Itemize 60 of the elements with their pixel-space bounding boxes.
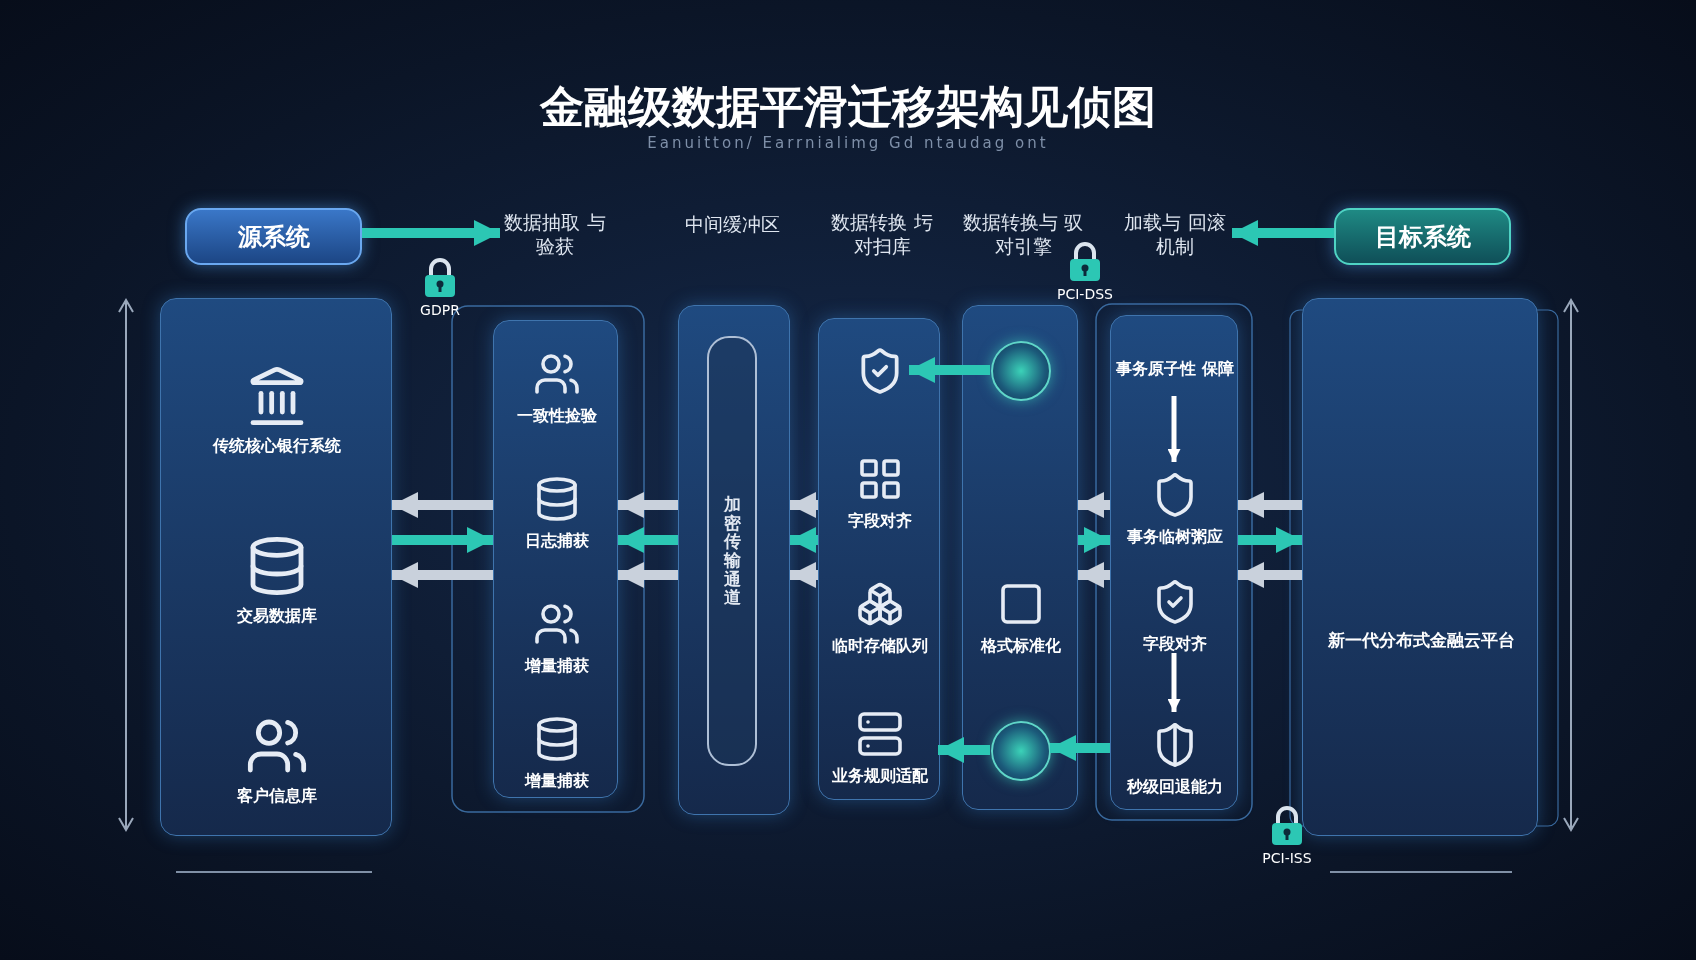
- compliance-label: GDPR: [419, 301, 461, 320]
- system-pill: 源系统: [185, 208, 362, 265]
- arrow: [618, 527, 678, 553]
- arrow: [1050, 735, 1110, 761]
- node-label: 字段对齐: [848, 511, 912, 531]
- arrow: [392, 527, 493, 553]
- node-label: 数据抽取 与验获: [503, 211, 607, 259]
- column-panel: [678, 305, 790, 815]
- arrow: [1078, 562, 1110, 588]
- diagram-title: 金融级数据平滑迁移架构见侦图: [538, 80, 1157, 134]
- node-label: 字段对齐: [1143, 634, 1207, 654]
- compliance-label: PCI-ISS: [1261, 849, 1313, 868]
- node-label: 客户信息库: [237, 786, 317, 806]
- node-label: 事务临树粥应: [1127, 527, 1223, 547]
- arrow: [790, 527, 818, 553]
- node-label: 数据转换与 驭对引擎: [961, 211, 1084, 259]
- node-label: 格式标准化: [981, 636, 1061, 656]
- subtitle: Eanuitton/ Earrnialimg Gd ntaudag ont: [646, 133, 1050, 154]
- column-panel: [1302, 298, 1538, 836]
- node-label: 增量捕获: [524, 771, 589, 791]
- arrow: [1238, 562, 1302, 588]
- arrow: [618, 492, 678, 518]
- node-label: 临时存储队列: [832, 636, 928, 656]
- column-panel: [962, 305, 1078, 810]
- node-label: 交易数据库: [237, 606, 317, 626]
- node-label: 传统核心银行系统: [213, 436, 341, 456]
- node-label: 新一代分布式金融云平台: [1327, 629, 1515, 653]
- node-label: 日志捕获: [524, 531, 589, 551]
- arrow: [1238, 492, 1302, 518]
- arrow: [392, 562, 493, 588]
- arrow: [1238, 527, 1302, 553]
- arrow: [1167, 396, 1181, 462]
- arrow: [1078, 527, 1110, 553]
- column-panel: [493, 320, 618, 798]
- arrow: [618, 562, 678, 588]
- column-panel: [818, 318, 940, 800]
- arrow: [1167, 653, 1181, 712]
- node-label: 秒级回退能力: [1127, 777, 1223, 797]
- arrow: [362, 220, 500, 246]
- arrow: [909, 357, 990, 383]
- node-label: 数据转换 圬对扫库: [830, 211, 934, 259]
- node-label: 一致性捡验: [516, 406, 597, 426]
- arrow: [392, 492, 493, 518]
- arrow: [1232, 220, 1334, 246]
- orb-icon: [991, 721, 1051, 781]
- channel-tube: 加密传输通道: [707, 336, 757, 766]
- arrow: [938, 737, 990, 763]
- arrow: [1078, 492, 1110, 518]
- node-label: 中间缓冲区: [684, 213, 780, 237]
- column-panel: [160, 298, 392, 836]
- column-panel: [1110, 315, 1238, 810]
- node-label: 加载与 回滚机制: [1123, 211, 1227, 259]
- orb-icon: [991, 341, 1051, 401]
- node-label: 增量捕获: [524, 656, 589, 676]
- node-label: 事务原子性 保障: [1116, 359, 1234, 379]
- node-label: 业务规则适配: [832, 766, 928, 786]
- system-pill: 目标系统: [1334, 208, 1511, 265]
- compliance-label: PCI-DSS: [1056, 285, 1114, 304]
- arrow: [790, 492, 818, 518]
- arrow: [790, 562, 818, 588]
